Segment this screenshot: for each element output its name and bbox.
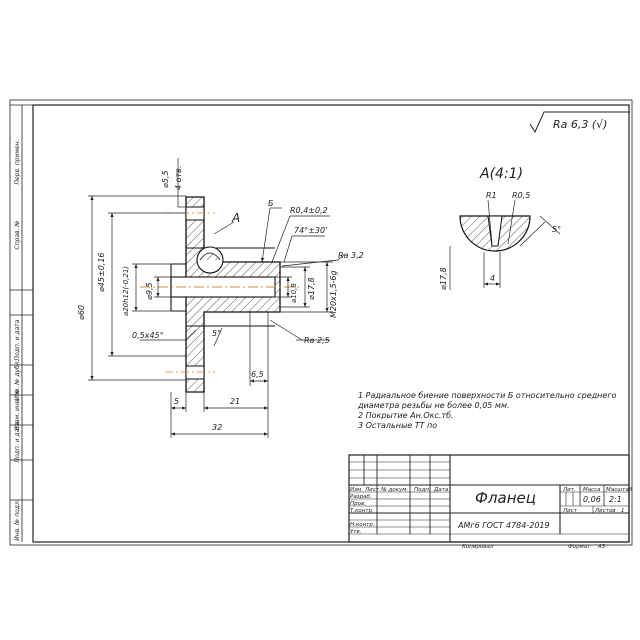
detail-dia: ⌀17,8 bbox=[439, 267, 448, 290]
sheet-label: Лист bbox=[562, 508, 578, 514]
technical-notes: 1 Радиальное биение поверхности Б относи… bbox=[357, 391, 617, 430]
sheets-value: 1 bbox=[621, 508, 625, 514]
dimension-lines bbox=[88, 158, 346, 438]
col-header-sign: Подп. bbox=[414, 487, 431, 493]
format-value: А3 bbox=[597, 544, 606, 550]
inner-frame bbox=[32, 104, 630, 543]
col-header-docno: № докум. bbox=[380, 487, 408, 493]
holes-dim: ⌀5,5 bbox=[161, 170, 170, 188]
detail-r05: R0,5 bbox=[512, 191, 530, 200]
row-tech-control: Т.контр. bbox=[350, 508, 374, 514]
part-name: Фланец bbox=[475, 489, 536, 507]
col-header-date: Дата bbox=[433, 487, 449, 493]
mass-value: 0,06 bbox=[583, 495, 601, 504]
material: АМг6 ГОСТ 4784-2019 bbox=[457, 521, 550, 530]
margin-label-dupl-inv: Инв. № дубл. bbox=[14, 359, 21, 400]
detail-r1: R1 bbox=[486, 191, 497, 200]
view-a-label: A bbox=[231, 211, 240, 225]
outer-frame bbox=[9, 99, 633, 546]
detail-a-view bbox=[449, 199, 561, 290]
pcd-dim: ⌀45±0,16 bbox=[97, 252, 106, 292]
margin-labels: Перв. примен. Справ. № Подп. и дата Инв.… bbox=[14, 139, 21, 540]
row-developed: Разраб. bbox=[350, 494, 372, 500]
detail-angle: 5° bbox=[552, 225, 561, 234]
thread-dim: M20х1,5-6g bbox=[329, 270, 338, 318]
inner-dim: ⌀10,8 bbox=[290, 283, 298, 303]
note-1: 1 Радиальное биение поверхности Б относи… bbox=[358, 391, 617, 400]
len-6-5-dim: 6,5 bbox=[251, 370, 264, 379]
section-view bbox=[140, 196, 300, 393]
scale-value: 2:1 bbox=[609, 495, 622, 504]
roughness-mark: Ra 6,3 (√) bbox=[529, 111, 630, 134]
col-header-sheet: Лист bbox=[364, 487, 380, 493]
left-margin bbox=[10, 104, 33, 542]
ra-bottom: Ra 2,5 bbox=[304, 336, 330, 345]
margin-label-ref-no: Справ. № bbox=[14, 220, 21, 249]
scale-label: Масштаб bbox=[606, 487, 633, 493]
bolt-hole-bottom bbox=[185, 365, 205, 380]
margin-label-orig-inv: Инв. № подл. bbox=[14, 499, 21, 540]
chamfer-dim: 0,5х45° bbox=[132, 331, 164, 340]
len-21-dim: 21 bbox=[230, 397, 240, 406]
margin-label-first-use: Перв. примен. bbox=[14, 139, 21, 184]
row-norm-control: Н.контр. bbox=[350, 522, 375, 528]
col-header-change: Изм. bbox=[350, 487, 363, 493]
sheets-label: Листов bbox=[594, 508, 616, 514]
note-3: 3 Остальные ТТ по bbox=[358, 421, 437, 430]
bolt-hole-top bbox=[185, 206, 205, 221]
margin-label-sign-date-1: Подп. и дата bbox=[14, 319, 21, 360]
angle-dim: 74°±30' bbox=[294, 226, 327, 235]
len-32-dim: 32 bbox=[212, 423, 222, 432]
mass-label: Масса bbox=[583, 487, 601, 493]
copied-label: Копировал bbox=[462, 544, 494, 550]
bore bbox=[170, 276, 276, 298]
dimension-texts: A Б ⌀5,5 4 отв. ⌀45±0,16 ⌀60 ⌀20h12(-0,2… bbox=[77, 166, 364, 432]
roughness-text: Ra 6,3 (√) bbox=[553, 118, 607, 131]
margin-label-sign-date-2: Подп. и дата bbox=[14, 421, 21, 462]
note-2: 2 Покрытие Ан.Окс.тб. bbox=[358, 411, 454, 420]
row-checked: Пров. bbox=[350, 501, 366, 507]
ra-top: Ra 3,2 bbox=[338, 251, 364, 260]
angle-5-dim: 5° bbox=[212, 329, 221, 338]
detail-title: A(4:1) bbox=[479, 166, 523, 182]
radius-dim: R0,4±0,2 bbox=[290, 206, 328, 215]
surface-b-label: Б bbox=[268, 199, 274, 208]
holes-count: 4 отв. bbox=[174, 166, 183, 190]
len-5-dim: 5 bbox=[174, 397, 179, 406]
thread-od-dim: ⌀17,8 bbox=[307, 277, 316, 300]
detail-width: 4 bbox=[490, 274, 495, 283]
lit-label: Лит. bbox=[562, 487, 576, 493]
outer-dia-dim: ⌀60 bbox=[77, 305, 86, 320]
format-label: Формат bbox=[568, 544, 591, 550]
note-1-cont: диаметра резьбы не более 0,05 мм. bbox=[357, 401, 510, 410]
title-block bbox=[348, 454, 630, 543]
margin-label-repl-inv: Взам. инв. № bbox=[14, 390, 21, 431]
row-approved: Утв. bbox=[350, 529, 362, 535]
bore-fit-dim: ⌀20h12(-0,21) bbox=[122, 266, 130, 316]
bore-dim: ⌀9,5 bbox=[145, 282, 154, 300]
title-block-texts: Изм. Лист № докум. Подп. Дата Разраб. Пр… bbox=[350, 487, 633, 550]
detail-a-texts: A(4:1) R1 R0,5 5° 4 ⌀17,8 bbox=[439, 166, 561, 290]
